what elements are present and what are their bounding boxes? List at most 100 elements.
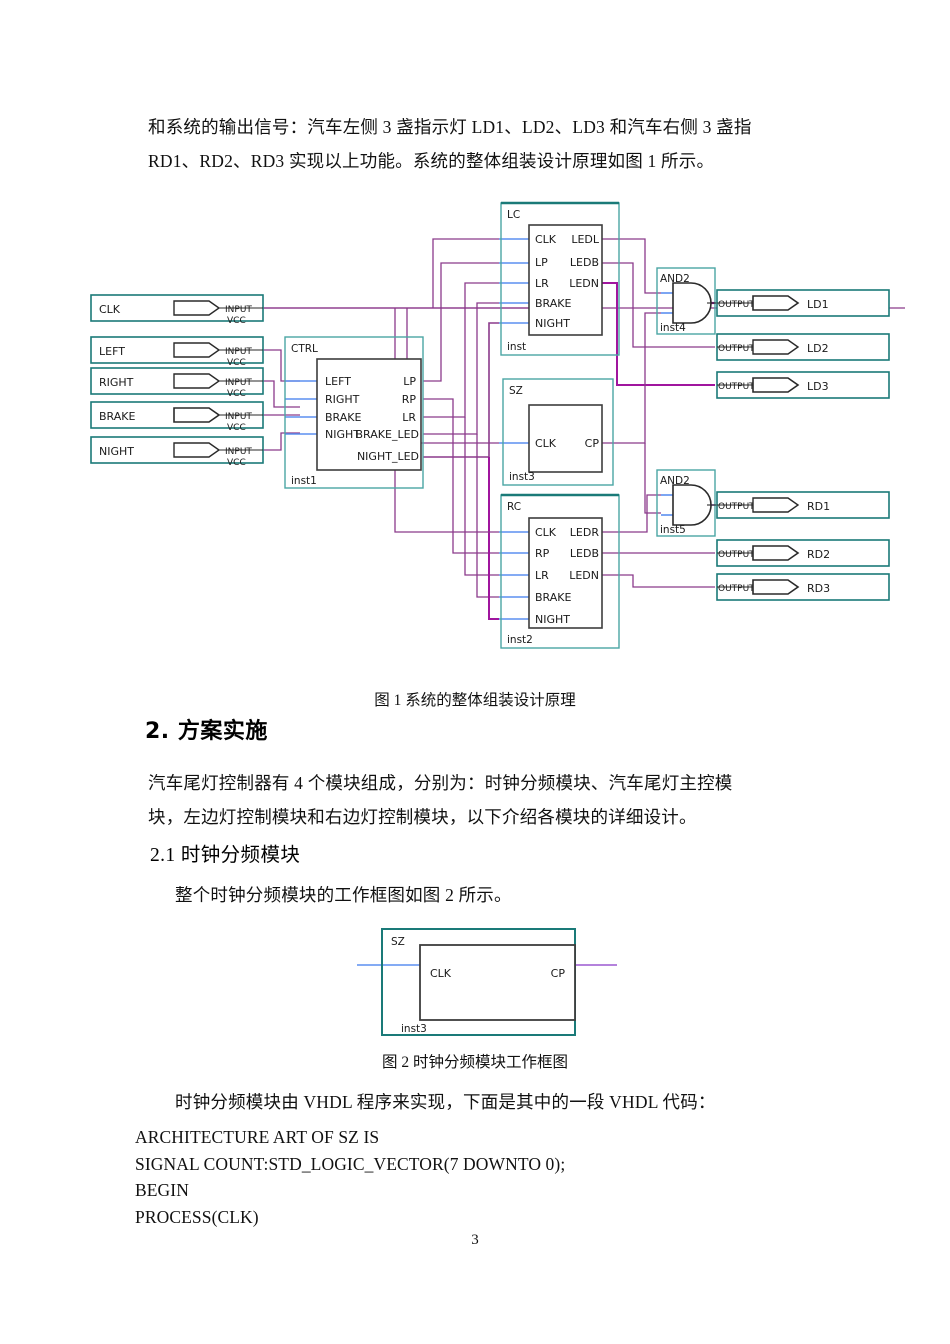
figure1-input-pin-night: NIGHT INPUT VCC [90, 436, 264, 468]
paragraph-intro: 和系统的输出信号：汽车左侧 3 盏指示灯 LD1、LD2、LD3 和汽车右侧 3… [148, 117, 752, 171]
svg-text:LD2: LD2 [807, 342, 829, 355]
svg-text:NIGHT: NIGHT [535, 317, 570, 330]
svg-text:LD1: LD1 [807, 298, 829, 311]
svg-text:LEDN: LEDN [569, 277, 599, 290]
svg-text:NIGHT: NIGHT [325, 428, 360, 441]
figure2-schematic: SZ CLK CP inst3 [357, 925, 617, 1043]
svg-text:inst3: inst3 [509, 471, 535, 483]
svg-text:LR: LR [402, 411, 416, 424]
svg-text:RP: RP [535, 547, 550, 560]
figure2-block-sz: SZ CLK CP inst3 [381, 928, 576, 1036]
figure1-block-sz: SZ CLK CP inst3 [502, 378, 614, 486]
svg-text:OUTPUT: OUTPUT [718, 550, 755, 560]
svg-text:NIGHT: NIGHT [99, 445, 134, 458]
figure1-input-pin-right: RIGHT INPUT VCC [90, 367, 264, 399]
figure1-output-pin-rd3: OUTPUT RD3 [716, 573, 890, 601]
figure1-gate-and2-inst4: AND2 inst4 [656, 267, 717, 335]
svg-text:BRAKE_LED: BRAKE_LED [356, 428, 419, 441]
figure1-caption: 图 1 系统的整体组装设计原理 [374, 692, 576, 709]
vhdl-code-block: ARCHITECTURE ART OF SZ IS SIGNAL COUNT:S… [135, 1127, 566, 1227]
svg-text:CLK: CLK [535, 437, 557, 450]
svg-text:OUTPUT: OUTPUT [718, 584, 755, 594]
svg-text:CTRL: CTRL [291, 343, 318, 355]
figure1-schematic: CLK INPUT VCC LEFT INPUT VCC RIGHT [85, 195, 905, 685]
svg-text:LR: LR [535, 569, 549, 582]
svg-text:LP: LP [535, 256, 548, 269]
figure1-input-pin-brake: BRAKE INPUT VCC [90, 401, 264, 433]
paragraph-fig2-ref: 整个时钟分频模块的工作框图如图 2 所示。 [175, 885, 512, 905]
svg-text:LEDL: LEDL [571, 233, 600, 246]
svg-text:OUTPUT: OUTPUT [718, 502, 755, 512]
paragraph-modules: 汽车尾灯控制器有 4 个模块组成，分别为：时钟分频模块、汽车尾灯主控模 块，左边… [148, 773, 733, 827]
svg-text:RD3: RD3 [807, 582, 830, 595]
svg-text:CP: CP [585, 437, 600, 450]
svg-text:RD1: RD1 [807, 500, 830, 513]
svg-text:inst5: inst5 [660, 524, 686, 536]
svg-text:LEDB: LEDB [570, 256, 599, 269]
svg-text:CLK: CLK [99, 303, 121, 316]
svg-text:AND2: AND2 [660, 273, 690, 285]
svg-text:SZ: SZ [509, 385, 523, 397]
svg-text:INPUT: INPUT [225, 378, 252, 388]
svg-text:BRAKE: BRAKE [535, 297, 571, 310]
svg-text:RIGHT: RIGHT [325, 393, 360, 406]
svg-text:LEFT: LEFT [99, 345, 125, 358]
svg-text:VCC: VCC [227, 316, 246, 326]
heading-section-2: 2. 方案实施 [145, 719, 268, 744]
figure1-output-pin-ld3: OUTPUT LD3 [716, 371, 890, 399]
svg-text:LEDB: LEDB [570, 547, 599, 560]
svg-text:VCC: VCC [227, 358, 246, 368]
svg-text:INPUT: INPUT [225, 305, 252, 315]
svg-text:NIGHT_LED: NIGHT_LED [357, 450, 419, 463]
figure1-output-pin-ld2: OUTPUT LD2 [716, 333, 890, 361]
figure2-caption: 图 2 时钟分频模块工作框图 [381, 1054, 568, 1071]
svg-text:SZ: SZ [391, 936, 405, 948]
svg-text:OUTPUT: OUTPUT [718, 344, 755, 354]
heading-section-2-1: 2.1 时钟分频模块 [150, 845, 301, 866]
svg-text:LEDN: LEDN [569, 569, 599, 582]
svg-text:LD3: LD3 [807, 380, 829, 393]
svg-text:INPUT: INPUT [225, 347, 252, 357]
svg-text:inst: inst [507, 341, 526, 353]
svg-text:LEFT: LEFT [325, 375, 351, 388]
svg-text:CP: CP [551, 967, 566, 980]
figure1-block-rc: RC CLK RP LR BRAKE NIGHT LEDR LEDB LEDN … [500, 493, 620, 649]
svg-text:CLK: CLK [430, 967, 452, 980]
svg-text:VCC: VCC [227, 458, 246, 468]
svg-text:RC: RC [507, 501, 521, 513]
svg-text:BRAKE: BRAKE [99, 410, 135, 423]
svg-text:BRAKE: BRAKE [535, 591, 571, 604]
svg-text:RP: RP [402, 393, 417, 406]
figure1-block-lc: LC CLK LP LR BRAKE NIGHT LEDL LEDB LEDN … [500, 201, 620, 356]
svg-text:CLK: CLK [535, 233, 557, 246]
svg-text:LC: LC [507, 209, 520, 221]
figure1-output-pin-rd2: OUTPUT RD2 [716, 539, 890, 567]
paragraph-vhdl-intro: 时钟分频模块由 VHDL 程序来实现，下面是其中的一段 VHDL 代码： [175, 1092, 716, 1112]
svg-text:RIGHT: RIGHT [99, 376, 134, 389]
page-number: 3 [471, 1232, 479, 1248]
figure1-output-pin-rd1: OUTPUT RD1 [716, 491, 890, 519]
svg-text:LP: LP [403, 375, 416, 388]
svg-text:inst4: inst4 [660, 322, 686, 334]
svg-text:CLK: CLK [535, 526, 557, 539]
svg-text:INPUT: INPUT [225, 412, 252, 422]
svg-text:inst2: inst2 [507, 634, 533, 646]
figure1-gate-and2-inst5: AND2 inst5 [656, 469, 717, 537]
svg-text:OUTPUT: OUTPUT [718, 300, 755, 310]
figure1-block-ctrl: CTRL LEFT RIGHT BRAKE NIGHT LP RP LR BRA… [284, 336, 424, 489]
svg-text:AND2: AND2 [660, 475, 690, 487]
svg-text:LEDR: LEDR [570, 526, 600, 539]
svg-text:OUTPUT: OUTPUT [718, 382, 755, 392]
figure1-input-pin-left: LEFT INPUT VCC [90, 336, 264, 368]
figure1-output-pin-ld1: OUTPUT LD1 [716, 289, 890, 317]
svg-text:BRAKE: BRAKE [325, 411, 361, 424]
svg-text:INPUT: INPUT [225, 447, 252, 457]
svg-text:VCC: VCC [227, 423, 246, 433]
svg-text:inst1: inst1 [291, 475, 317, 487]
svg-text:RD2: RD2 [807, 548, 830, 561]
svg-text:LR: LR [535, 277, 549, 290]
svg-text:inst3: inst3 [401, 1023, 427, 1035]
svg-text:VCC: VCC [227, 389, 246, 399]
figure1-input-pin-clk: CLK INPUT VCC [90, 294, 264, 326]
